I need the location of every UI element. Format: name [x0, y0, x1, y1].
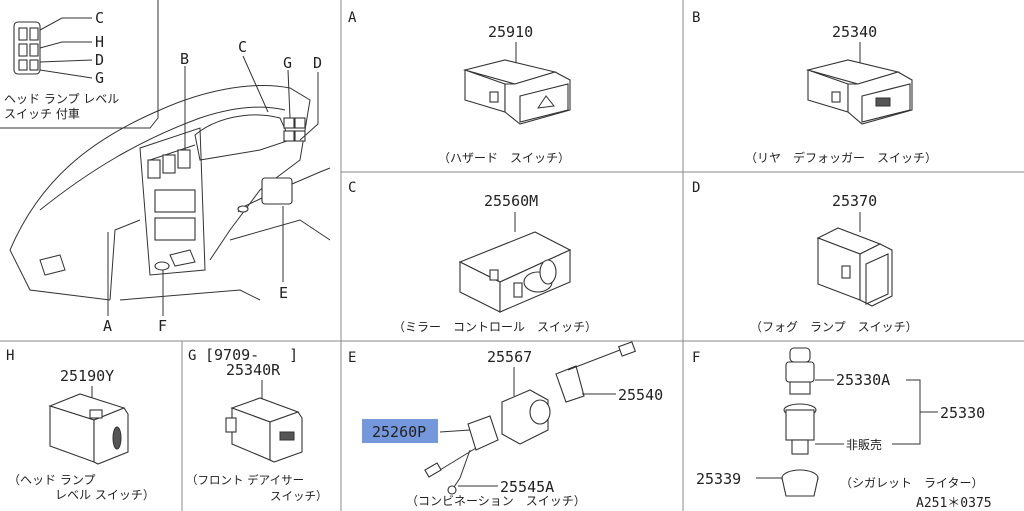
callout-g: G — [283, 54, 292, 72]
headlamp-note-line1: ヘッド ランプ レベル — [4, 92, 119, 106]
panel-c-letter: C — [348, 180, 356, 196]
panel-a-part-no: 25910 — [488, 23, 533, 41]
headlamp-level-switch-icon — [48, 393, 129, 465]
headlamp-switch-cluster-icon — [13, 21, 41, 75]
legend-h: H — [95, 33, 104, 51]
panel-f-letter: F — [692, 350, 700, 366]
panel-e-part-25545a: 25545A — [500, 478, 554, 496]
panel-e-part-25540: 25540 — [618, 386, 663, 404]
callout-b: B — [180, 50, 189, 68]
headlamp-note-line2: スイッチ 付車 — [4, 107, 80, 121]
panel-h-letter: H — [6, 348, 14, 364]
panel-f-part-25339: 25339 — [696, 470, 741, 488]
panel-b-part-no: 25340 — [832, 23, 877, 41]
hazard-switch-icon — [462, 59, 571, 125]
panel-h-part-no: 25190Y — [60, 367, 114, 385]
panel-g: G [9709- ] 25340R （フロント デアイサー スイッチ） — [186, 346, 328, 503]
callout-a: A — [103, 317, 112, 335]
cigarette-lighter-icon — [781, 347, 819, 497]
legend-g: G — [95, 69, 104, 87]
panel-f: F 25330A 25330 非販売 25339 （シガレット ライター） A2… — [692, 347, 992, 511]
legend-d: D — [95, 51, 104, 69]
combination-switch-icon — [424, 341, 636, 495]
overview-callouts: B C G D E A F — [103, 38, 322, 335]
panel-f-ref-code: A251＊0375 — [916, 496, 992, 511]
panel-c: C 25560M （ミラー コントロール スイッチ） — [348, 180, 597, 334]
dashboard-drawing — [9, 85, 331, 301]
rear-defogger-switch-icon — [805, 59, 913, 125]
panel-g-letter: G — [188, 348, 196, 364]
panel-d-letter: D — [692, 180, 700, 196]
headlamp-legend: C H D G — [39, 9, 104, 87]
panel-f-part-25330: 25330 — [940, 404, 985, 422]
panel-e-caption: （コンビネーション スイッチ） — [406, 494, 586, 508]
panel-a-caption: （ハザード スイッチ） — [438, 151, 570, 165]
fog-lamp-switch-icon — [816, 227, 893, 307]
callout-e: E — [279, 284, 288, 302]
overview-panel: C H D G ヘッド ランプ レベル スイッチ 付車 — [0, 0, 331, 335]
panel-a: A 25910 （ハザード スイッチ） — [348, 10, 571, 165]
callout-d: D — [313, 54, 322, 72]
panel-e-letter: E — [348, 350, 356, 366]
panel-f-not-for-sale: 非販売 — [846, 437, 882, 452]
panel-h-caption-line2: レベル スイッチ） — [55, 488, 155, 502]
panel-a-letter: A — [348, 10, 357, 26]
panel-e-part-25260p: 25260P — [372, 423, 426, 441]
panel-f-part-25330a: 25330A — [836, 371, 890, 389]
panel-b: B 25340 （リヤ デフォッガー スイッチ） — [692, 10, 937, 165]
callout-c: C — [238, 38, 247, 56]
panel-h-caption-line1: （ヘッド ランプ — [8, 473, 95, 487]
panel-g-part-no: 25340R — [226, 361, 281, 379]
panel-d-part-no: 25370 — [832, 192, 877, 210]
panel-g-caption-line1: （フロント デアイサー — [186, 473, 304, 487]
panel-d: D 25370 （フォグ ランプ スイッチ） — [692, 180, 918, 334]
inset-border — [0, 0, 159, 129]
mirror-control-switch-icon — [458, 231, 572, 313]
callout-f: F — [158, 317, 167, 335]
panel-g-caption-line2: スイッチ） — [270, 489, 328, 503]
panel-b-letter: B — [692, 10, 700, 26]
front-deicer-switch-icon — [225, 397, 303, 463]
highlight-25260p — [362, 419, 438, 443]
legend-c: C — [95, 9, 104, 27]
panel-g-date-range: [9709- ] — [205, 346, 298, 364]
panel-e-part-25567: 25567 — [487, 348, 532, 366]
panel-c-part-no: 25560M — [484, 192, 538, 210]
panel-d-caption: （フォグ ランプ スイッチ） — [750, 320, 918, 334]
panel-f-caption: （シガレット ライター） — [840, 476, 984, 490]
panel-c-caption: （ミラー コントロール スイッチ） — [393, 320, 597, 334]
panel-e: E 25567 25540 25260P 25545A （コンビネーション スイ… — [348, 341, 663, 508]
panel-b-caption: （リヤ デフォッガー スイッチ） — [745, 150, 937, 165]
panel-h: H 25190Y （ヘッド ランプ レベル スイッチ） — [6, 348, 155, 502]
